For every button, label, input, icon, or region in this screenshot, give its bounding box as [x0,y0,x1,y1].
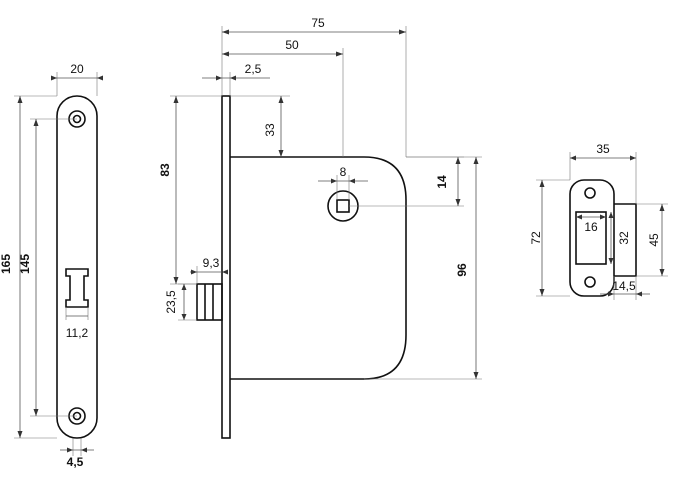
top-to-spindle-label: 83 [158,163,172,177]
dim-spindle-offset-top: 33 [230,95,290,157]
dim-latch-width: 11,2 [65,307,89,340]
front-plate-side [221,95,231,439]
dim-spindle-square: 8 [318,165,368,200]
dim-strike-width: 35 [569,142,637,204]
faceplate-thickness-label: 4,5 [67,455,84,469]
body-height-label: 96 [455,263,469,277]
dim-faceplate-height: 165 [0,95,57,439]
strike-bottom-screw-icon [584,276,596,288]
dim-overall-depth: 75 [221,16,407,157]
faceplate-front-view [56,95,98,439]
strike-box [614,203,637,277]
strike-opening [575,211,607,265]
dim-faceplate-width: 20 [51,62,103,96]
strike-height-label: 72 [529,231,543,245]
dim-faceplate-thickness: 4,5 [60,438,94,469]
latch-projection-label: 9,3 [203,256,220,270]
screw-spacing-label: 145 [18,254,32,274]
faceplate-outline [56,95,98,439]
strike-width-label: 35 [596,142,610,156]
spindle-square-icon [336,199,350,213]
spindle-square-label: 8 [340,165,347,179]
overall-depth-label: 75 [311,16,325,30]
backset-label: 50 [285,38,299,52]
dim-strike-box-depth: 14,5 [600,276,650,300]
dim-strike-opening-width: 16 [576,214,606,234]
plate-offset-label: 2,5 [245,62,262,76]
strike-plate-outline [569,179,615,297]
dim-strike-opening-height: 32 [608,212,631,264]
strike-plate-view [569,179,637,297]
latch-height-label: 23,5 [164,290,178,314]
dim-strike-height: 72 [529,179,570,297]
dim-screw-spacing: 145 [18,118,77,417]
lock-body-side-view [196,95,407,439]
strike-box-height-label: 45 [647,233,661,247]
spindle-to-body-top-label: 14 [435,175,449,189]
latch-width-label: 11,2 [66,326,89,340]
dim-body-height: 96 [364,156,482,380]
strike-box-depth-label: 14,5 [612,279,636,293]
spindle-offset-top-label: 33 [263,123,277,137]
dim-latch-height: 23,5 [164,283,197,321]
dim-strike-box-height: 45 [636,203,668,277]
dim-latch-projection: 9,3 [190,256,228,284]
latch-opening [65,268,89,308]
dim-plate-offset: 2,5 [202,62,270,96]
faceplate-width-label: 20 [70,62,84,76]
strike-opening-width-label: 16 [584,220,598,234]
latch-bolt [196,283,223,321]
strike-opening-height-label: 32 [617,231,631,245]
dim-backset: 50 [222,38,344,157]
strike-top-screw-icon [584,187,596,199]
lock-case-outline [230,156,407,380]
faceplate-height-label: 165 [0,254,13,274]
